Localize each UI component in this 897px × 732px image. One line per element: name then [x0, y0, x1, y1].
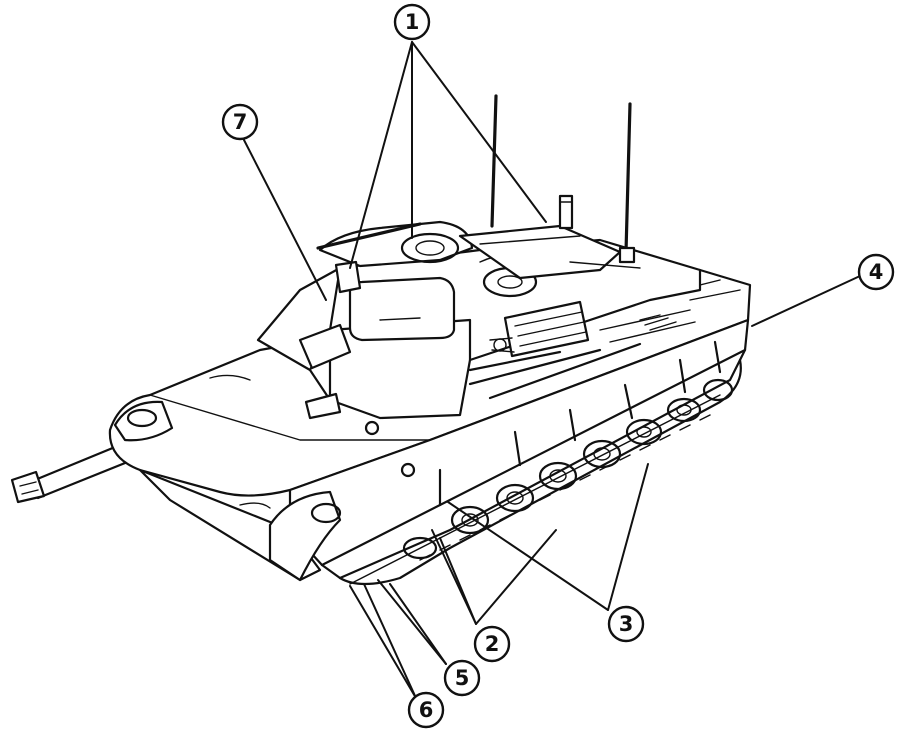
callout-2-label: 2 [485, 632, 500, 656]
callout-1-label: 1 [405, 10, 420, 34]
antennas [490, 94, 636, 264]
callout-4: 4 [857, 253, 895, 291]
callout-3-label: 3 [619, 612, 634, 636]
callout-5-label: 5 [455, 666, 470, 690]
turret [256, 220, 702, 420]
callout-4-label: 4 [869, 260, 884, 284]
callout-5: 5 [443, 659, 481, 697]
tank-illustration [10, 94, 752, 586]
tracks [338, 358, 742, 586]
callout-1: 1 [393, 3, 431, 41]
leader-lines [243, 41, 861, 699]
road-wheels [402, 378, 734, 560]
callout-6-label: 6 [419, 698, 434, 722]
callout-7: 7 [221, 103, 259, 141]
callout-6: 6 [407, 691, 445, 729]
callout-7-label: 7 [233, 110, 248, 134]
callout-3: 3 [607, 605, 645, 643]
callout-2: 2 [473, 625, 511, 663]
